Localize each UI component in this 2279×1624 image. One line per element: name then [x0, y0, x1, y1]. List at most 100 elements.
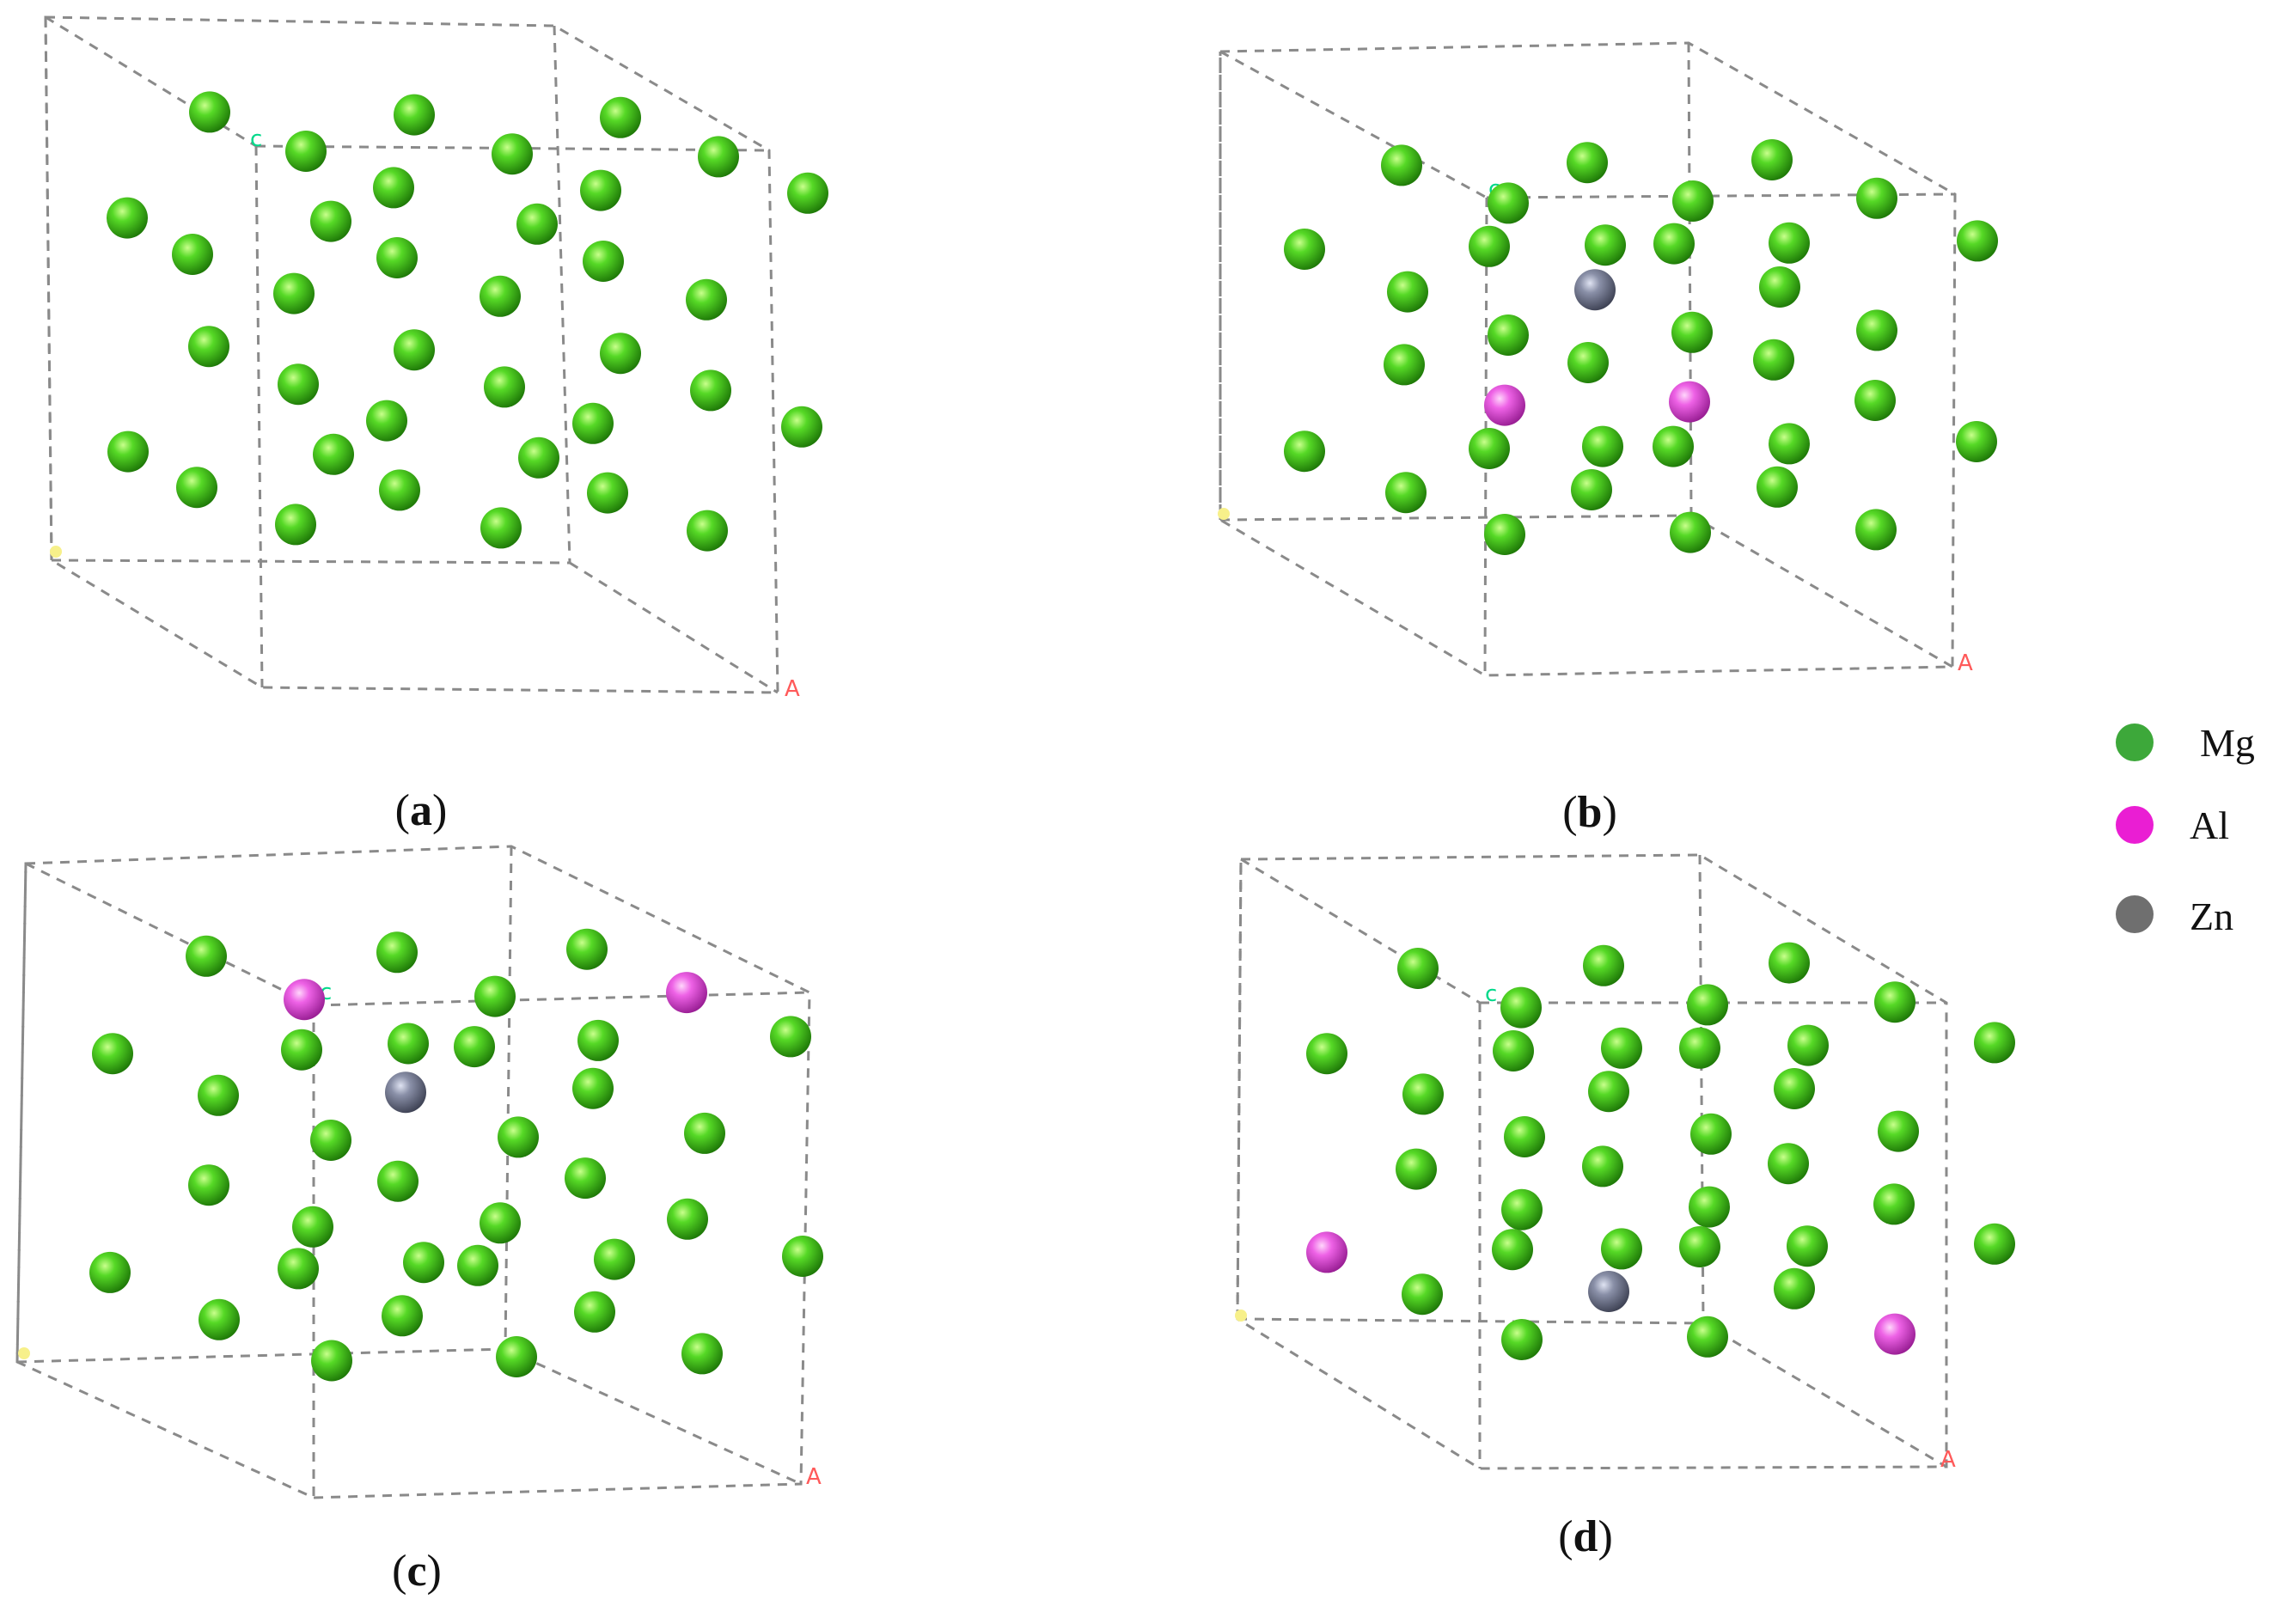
atom-mg	[518, 437, 559, 479]
atom-al	[666, 972, 707, 1014]
atom-mg	[176, 467, 217, 509]
panel-a: c A (a)	[44, 15, 828, 835]
atom-mg	[686, 278, 727, 321]
origin-marker	[50, 546, 62, 558]
atom-mg	[1585, 224, 1626, 266]
atom-mg	[310, 1120, 351, 1161]
atom-mg	[1653, 425, 1694, 467]
atom-mg	[1402, 1073, 1444, 1115]
atom-mg	[1571, 469, 1612, 510]
atom-mg	[198, 1074, 239, 1116]
atom-mg	[1402, 1273, 1443, 1316]
atom-mg	[1769, 423, 1810, 465]
atom-mg	[1687, 1316, 1728, 1358]
caption-letter: c	[406, 1547, 426, 1596]
unit-cell-box	[44, 15, 779, 694]
atom-mg	[474, 975, 516, 1017]
caption-c: (c)	[392, 1547, 442, 1596]
atom-mg	[1384, 344, 1425, 386]
caption-open: (	[1558, 1512, 1573, 1561]
atom-mg	[1582, 1145, 1623, 1187]
atom-mg	[566, 928, 608, 970]
atom-mg	[1501, 1319, 1543, 1360]
caption-a: (a)	[395, 786, 448, 835]
caption-letter: d	[1573, 1512, 1598, 1561]
atom-mg	[1689, 1186, 1730, 1228]
atom-mg	[496, 1336, 537, 1377]
atom-mg	[188, 326, 229, 368]
atom-mg	[1974, 1223, 2015, 1265]
atom-mg	[186, 935, 227, 977]
axis-label-a: A	[806, 1464, 822, 1490]
atom-group	[1306, 942, 2015, 1360]
axis-label-a: A	[1940, 1447, 1956, 1473]
atom-mg	[311, 1340, 352, 1382]
atom-mg	[1687, 984, 1728, 1026]
atom-mg	[1873, 1183, 1915, 1225]
atom-mg	[1679, 1027, 1720, 1069]
atom-mg	[480, 1202, 521, 1244]
atom-al	[284, 979, 325, 1021]
atom-mg	[313, 433, 354, 475]
caption-open: (	[395, 786, 410, 835]
atom-mg	[1488, 182, 1529, 224]
atom-mg	[681, 1333, 723, 1375]
atom-mg	[484, 366, 525, 408]
legend-label-mg: Mg	[2200, 721, 2255, 765]
atom-group	[107, 91, 828, 552]
caption-open: (	[392, 1547, 406, 1596]
atom-mg	[770, 1016, 811, 1058]
atom-mg	[382, 1295, 423, 1337]
atom-mg	[1878, 1110, 1919, 1152]
atom-mg	[787, 172, 828, 214]
atom-mg	[310, 200, 351, 242]
atom-al	[1874, 1313, 1915, 1355]
axis-label-c: c	[1485, 981, 1497, 1007]
atom-mg	[1856, 309, 1897, 351]
atom-mg	[1679, 1226, 1720, 1267]
caption-close: )	[427, 1547, 442, 1596]
atom-mg	[684, 1112, 725, 1154]
atom-mg	[1774, 1068, 1815, 1109]
atom-mg	[189, 91, 230, 133]
atom-mg	[1501, 1188, 1543, 1230]
atom-zn	[1574, 269, 1616, 311]
unit-cell-box	[15, 845, 811, 1499]
atom-mg	[1387, 271, 1428, 313]
atom-mg	[1653, 223, 1695, 265]
atom-mg	[273, 272, 315, 314]
axis-label-a: A	[785, 676, 800, 702]
atom-mg	[199, 1298, 240, 1340]
atom-mg	[1500, 986, 1542, 1029]
axis-label-c: c	[250, 126, 262, 152]
atom-mg	[1397, 948, 1439, 989]
caption-letter: b	[1578, 788, 1603, 837]
atom-mg	[687, 510, 728, 552]
atom-mg	[690, 369, 731, 412]
caption-close: )	[1598, 1512, 1612, 1561]
atom-mg	[376, 931, 418, 974]
atom-group	[1284, 139, 1998, 555]
atom-mg	[1588, 1071, 1629, 1113]
legend-item-al: Al	[2116, 803, 2229, 847]
atom-mg	[565, 1157, 606, 1200]
atom-mg	[572, 402, 614, 444]
atom-mg	[572, 1067, 614, 1109]
atom-mg	[1385, 472, 1427, 514]
atom-mg	[275, 504, 316, 546]
atom-mg	[1856, 177, 1897, 219]
atom-mg	[107, 197, 148, 239]
legend-label-al: Al	[2190, 803, 2229, 847]
atom-mg	[498, 1116, 539, 1158]
atom-mg	[1670, 511, 1711, 553]
panel-d: c A (d)	[1235, 853, 2015, 1561]
unit-cell-box	[1219, 41, 1957, 677]
atom-mg	[89, 1251, 131, 1293]
atom-mg	[600, 96, 641, 138]
atom-mg	[292, 1206, 333, 1248]
atom-mg	[281, 1029, 322, 1071]
atom-mg	[781, 406, 822, 448]
atom-mg	[1956, 421, 1997, 462]
atom-mg	[1601, 1027, 1642, 1069]
legend-item-zn: Zn	[2116, 894, 2233, 938]
